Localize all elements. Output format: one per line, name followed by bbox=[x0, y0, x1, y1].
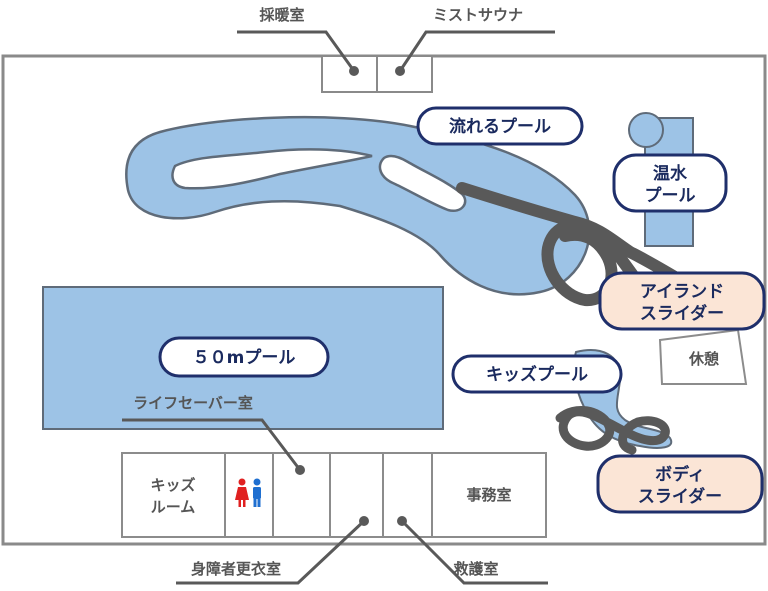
flowing-pool-tag: 流れるプール bbox=[416, 106, 584, 146]
female-figure-icon bbox=[235, 478, 249, 507]
rest-area-label: 休憩 bbox=[688, 350, 719, 368]
kids-room-label-line1: キッズ bbox=[150, 476, 195, 494]
warm-pool-label-line1: 温水 bbox=[653, 163, 688, 184]
body-slider-label-line1: ボディ bbox=[655, 464, 705, 485]
first-aid-label: 救護室 bbox=[453, 560, 498, 578]
heating-room-box bbox=[321, 55, 378, 93]
island-slider-label-line2: スライダー bbox=[640, 303, 724, 324]
fifty-pool-label: ５０mプール bbox=[193, 347, 296, 368]
flowing-pool-label: 流れるプール bbox=[449, 116, 551, 137]
island-slider-tag: アイランド スライダー bbox=[598, 271, 766, 331]
heating-room-label: 採暖室 bbox=[259, 6, 304, 24]
flowing-pool bbox=[125, 115, 591, 296]
lifeguard-marker bbox=[295, 465, 305, 475]
lifeguard-leader bbox=[122, 418, 302, 471]
mist-sauna-label: ミストサウナ bbox=[433, 6, 523, 24]
body-slider-tag: ボディ スライダー bbox=[596, 454, 764, 514]
body-slider-track bbox=[555, 406, 670, 455]
mist-sauna-box bbox=[376, 55, 433, 93]
island-slider-label-line1: アイランド bbox=[640, 282, 724, 302]
accessible-changing-leader bbox=[176, 519, 366, 585]
fifty-pool-tag: ５０mプール bbox=[158, 336, 330, 378]
kids-room-label-line2: ルーム bbox=[151, 498, 196, 516]
bottom-rooms-block bbox=[121, 452, 547, 538]
warm-pool-tag: 温水 プール bbox=[612, 153, 728, 213]
kids-pool-tag: キッズプール bbox=[451, 354, 623, 394]
mist-sauna-leader bbox=[398, 30, 555, 72]
lifeguard-label: ライフセーバー室 bbox=[133, 394, 253, 412]
warm-pool-round bbox=[628, 112, 664, 148]
accessible-changing-label: 身障者更衣室 bbox=[191, 560, 281, 578]
male-figure-icon bbox=[253, 478, 261, 507]
warm-pool-label-line2: プール bbox=[645, 185, 696, 206]
kids-pool-label: キッズプール bbox=[486, 364, 588, 385]
first-aid-leader bbox=[400, 519, 548, 585]
heating-room-leader bbox=[237, 30, 356, 72]
toilet-icon bbox=[235, 478, 261, 507]
rest-area bbox=[658, 328, 748, 385]
body-slider-label-line2: スライダー bbox=[638, 486, 722, 507]
office-label: 事務室 bbox=[466, 486, 511, 504]
